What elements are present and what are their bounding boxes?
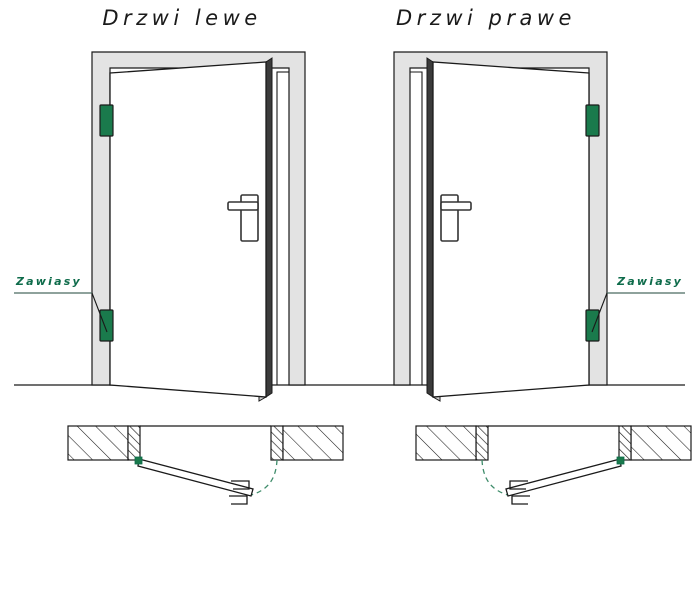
left-door-hinge-bottom [99,309,114,342]
left-plan-jamb-latch-side [270,425,284,461]
right-plan-handle [509,480,530,505]
left-hinge-callout: Zawiasy [14,275,108,333]
right-plan-wall-left [415,425,477,461]
left-door-plan [67,425,344,505]
right-door-handle [440,194,472,242]
right-plan-hinge-marker [616,456,625,465]
right-door-leaf [432,61,590,398]
right-door-elevation: Zawiasy [393,51,685,402]
right-door-plan [415,425,692,505]
left-door-leaf [109,61,267,398]
right-hinge-label: Zawiasy [616,275,683,288]
right-handle-lever [440,201,472,211]
left-door-elevation: Zawiasy [14,51,306,402]
right-frame-rabbet-line [410,71,423,385]
right-door-edge-thickness [426,57,434,398]
left-handle-lever [227,201,259,211]
right-plan-swing-arc [481,459,509,496]
right-panel-title: Drzwi prawe [396,6,576,30]
left-plan-wall-right [282,425,344,461]
left-hinge-leader-line [91,292,108,333]
right-door-hinge-top [585,104,600,137]
right-plan-door-leaf [505,458,622,497]
left-panel-title: Drzwi lewe [102,6,261,30]
right-plan-jamb-hinge-side [618,425,632,461]
left-plan-wall-left [67,425,129,461]
right-door-frame [393,51,608,386]
left-plan-swing-arc [250,459,278,496]
left-plan-door-leaf [137,458,254,497]
left-plan-handle [229,480,250,505]
left-door-frame [91,51,306,386]
left-hinge-label: Zawiasy [15,275,82,288]
right-plan-wall-right [630,425,692,461]
left-plan-hinge-marker [134,456,143,465]
right-plan-jamb-latch-side [475,425,489,461]
left-frame-rabbet-line [276,71,289,385]
left-door-hinge-top [99,104,114,137]
left-plan-jamb-hinge-side [127,425,141,461]
right-hinge-leader-line [591,292,608,333]
right-door-hinge-bottom [585,309,600,342]
left-door-edge-thickness [265,57,273,398]
left-door-handle [227,194,259,242]
right-hinge-callout: Zawiasy [591,275,685,333]
